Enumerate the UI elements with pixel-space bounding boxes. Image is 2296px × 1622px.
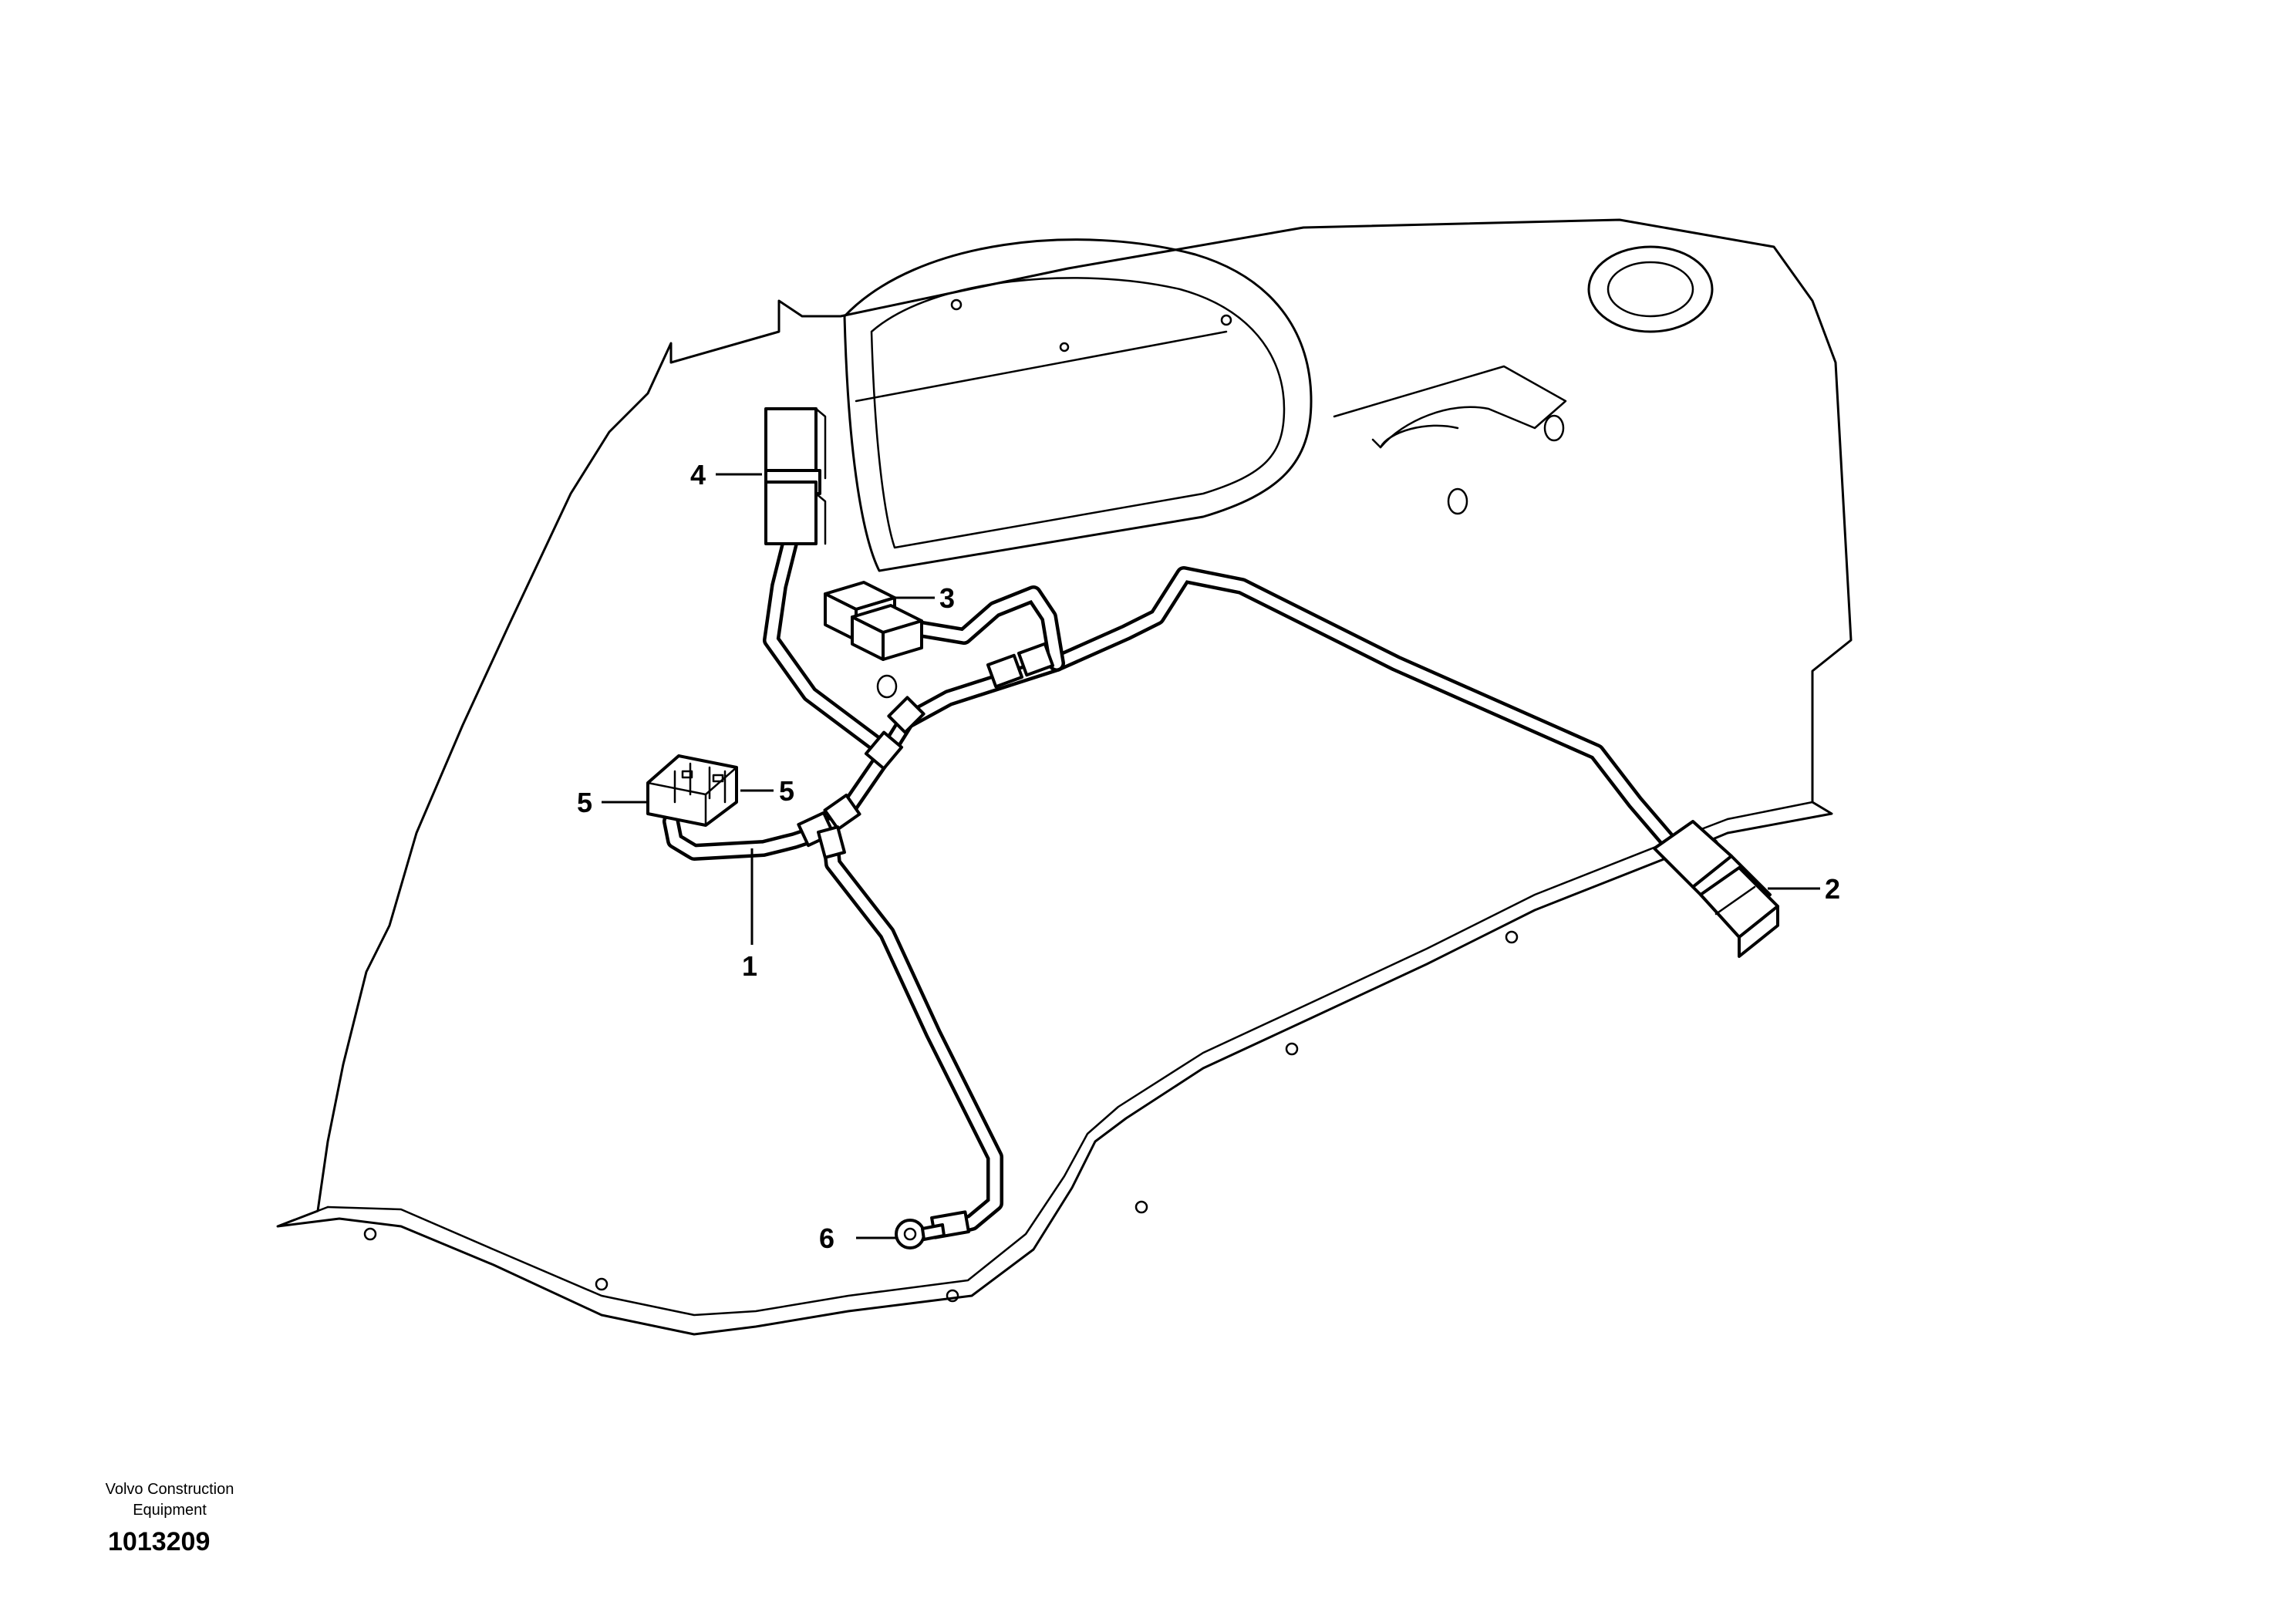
callout-1: 1 [742, 950, 757, 982]
leader-lines [602, 473, 1820, 1239]
callout-6: 6 [819, 1222, 834, 1254]
connector-4 [764, 407, 827, 545]
wiring-harness [663, 531, 1690, 1239]
callout-2: 2 [1825, 873, 1840, 905]
connector-2 [1653, 820, 1779, 958]
footer-company-line1: Volvo Construction [106, 1481, 234, 1498]
drawing-number: 1013209 [108, 1527, 210, 1556]
ring-terminal-6 [895, 1219, 946, 1249]
connector-5 [646, 754, 738, 827]
callout-3: 3 [939, 582, 955, 614]
callout-5-right: 5 [779, 775, 794, 807]
callout-5-left: 5 [577, 787, 592, 818]
callout-4: 4 [690, 459, 706, 491]
footer-company-line2: Equipment [133, 1502, 207, 1519]
connector-3 [824, 581, 923, 661]
